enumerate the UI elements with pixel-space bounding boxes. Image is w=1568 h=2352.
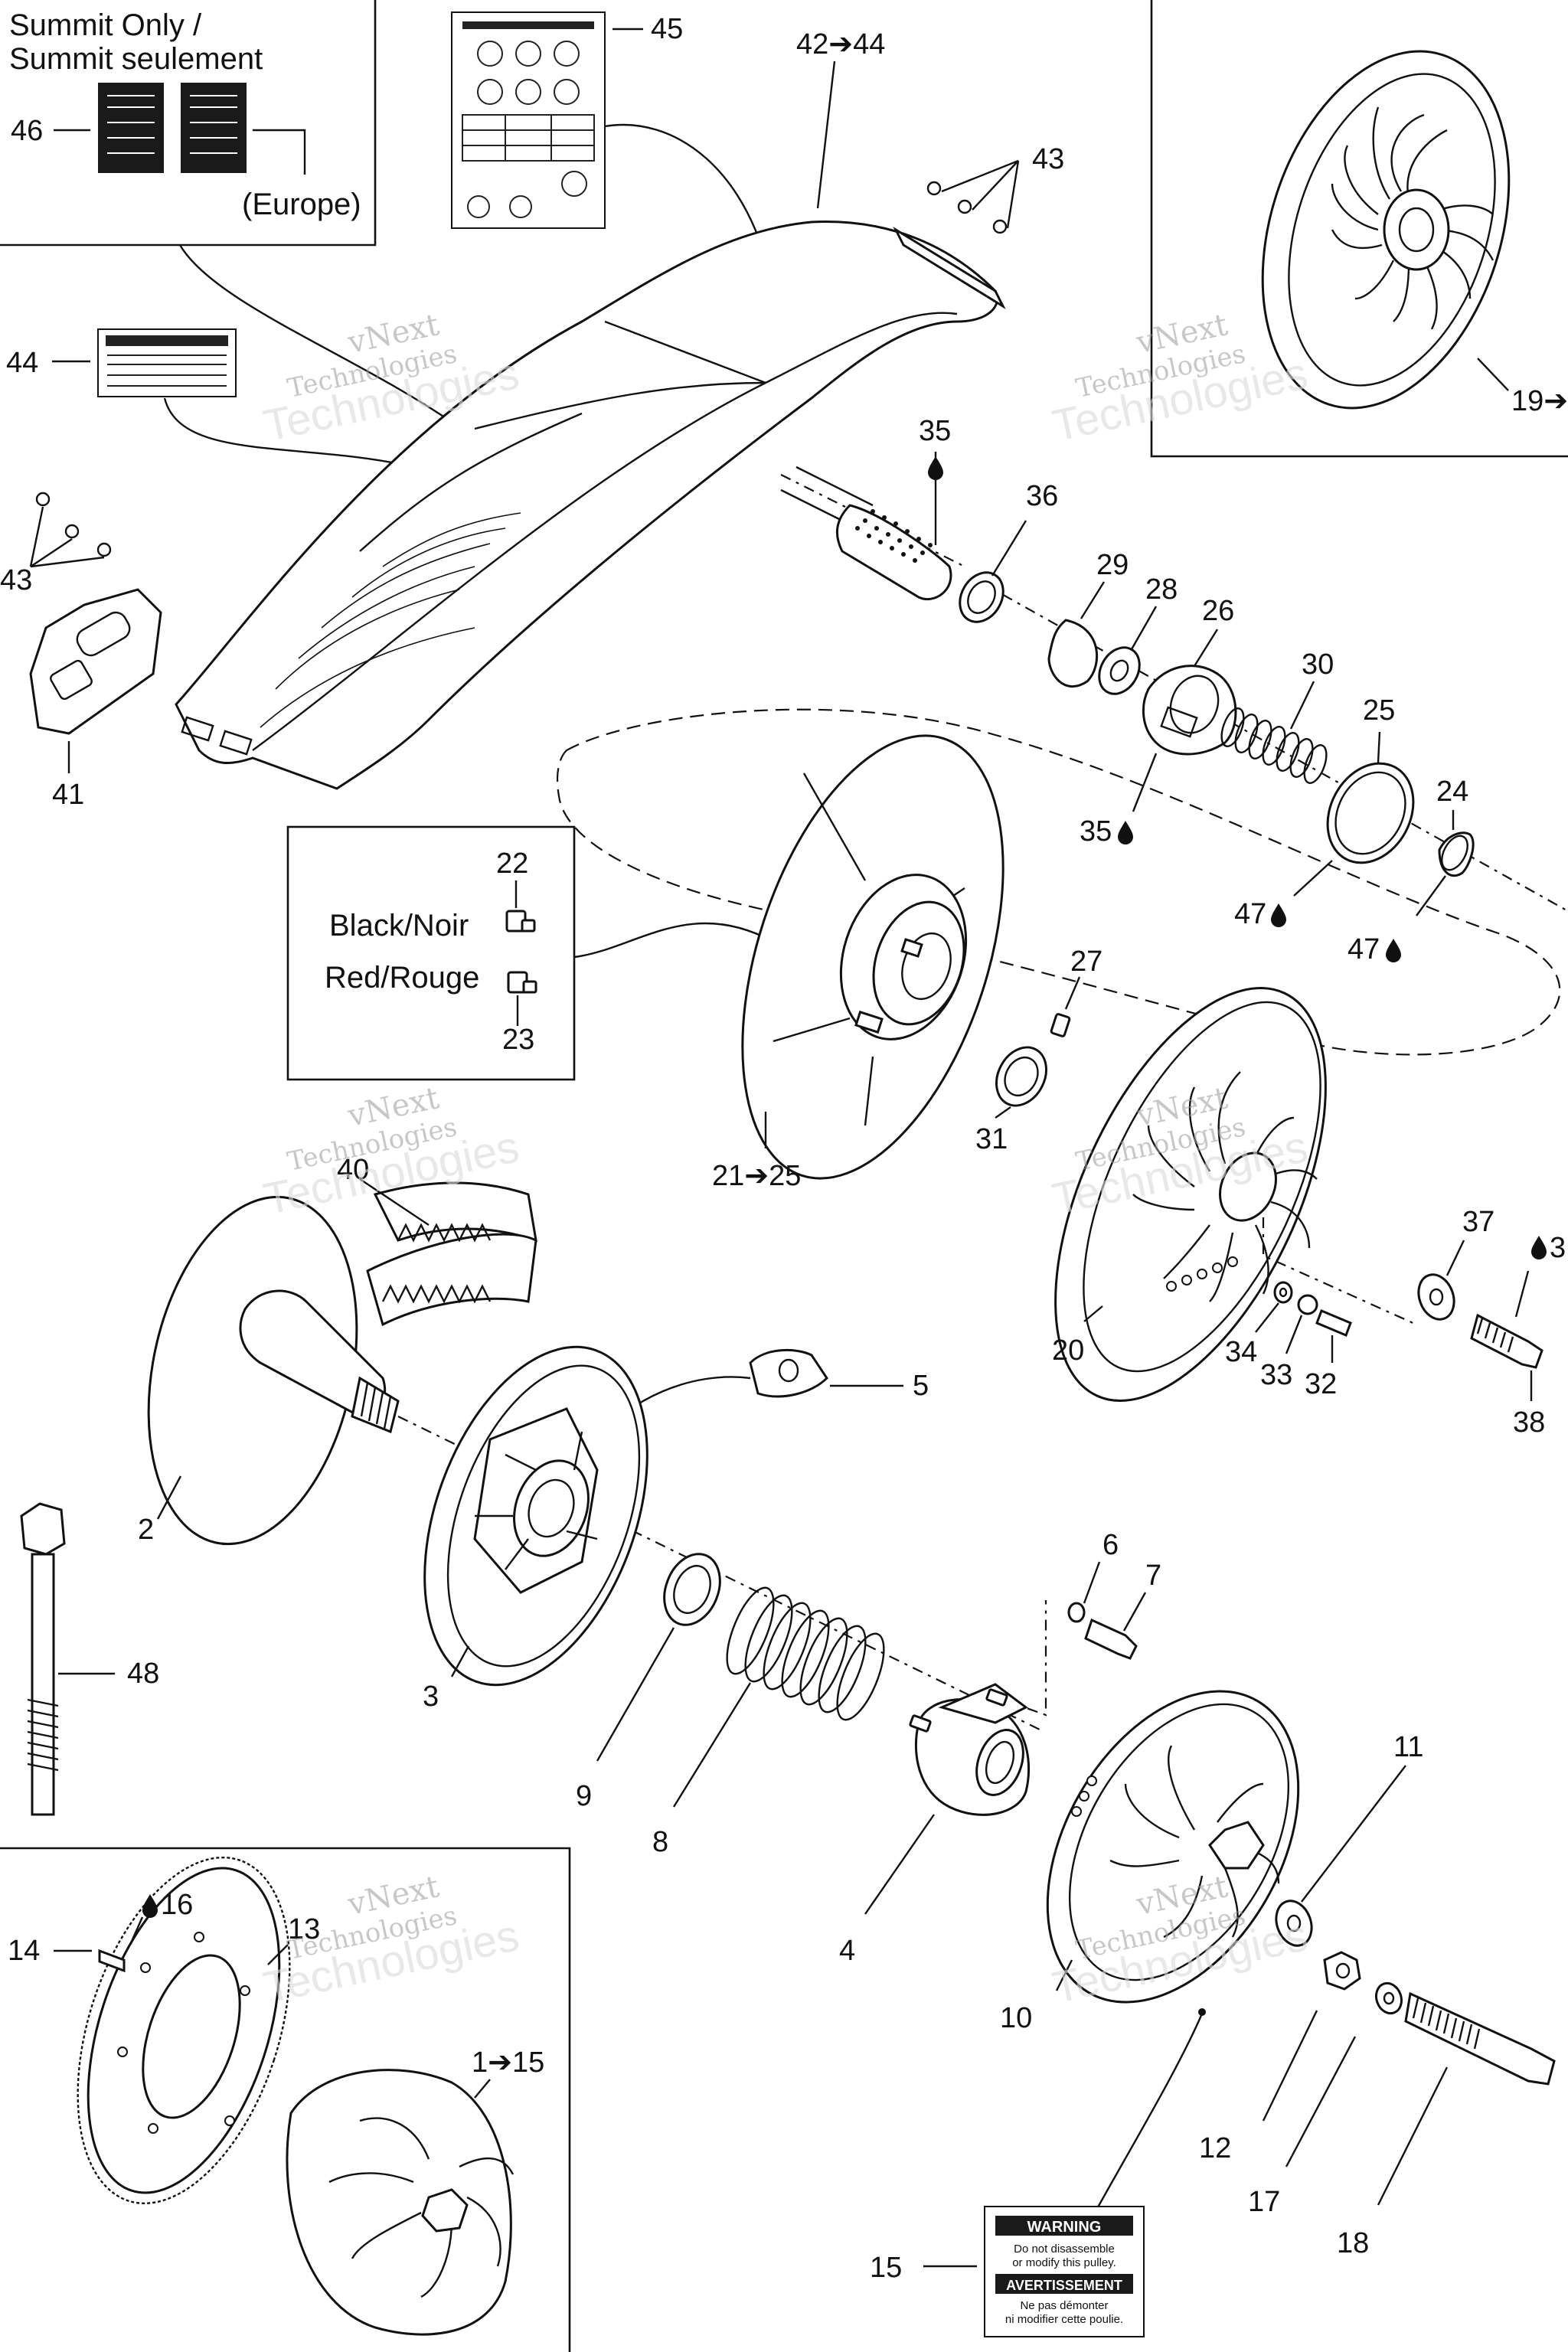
callout-23: 23 xyxy=(502,1024,534,1056)
screw-set-32-34: 34 33 32 xyxy=(1225,1281,1352,1400)
callout-33: 33 xyxy=(1260,1359,1292,1391)
avert-title: AVERTISSEMENT xyxy=(1006,2278,1122,2293)
washer-31: 31 xyxy=(975,1046,1047,1155)
summit-inset: Summit Only / Summit seulement 46 (Europ… xyxy=(0,0,377,247)
callout-3: 3 xyxy=(423,1681,439,1713)
callout-35-mid: 35 xyxy=(1080,815,1112,848)
callout-14: 14 xyxy=(8,1935,40,1967)
callout-28: 28 xyxy=(1145,573,1178,606)
movable-sheave-10: 10 xyxy=(1000,1690,1300,2213)
callout-20: 20 xyxy=(1052,1334,1084,1367)
inset-19: 19➔ xyxy=(1150,0,1568,458)
callout-34: 34 xyxy=(1225,1336,1257,1368)
drive-belt-40: 40 xyxy=(337,1154,537,1327)
callout-36: 36 xyxy=(1026,480,1058,512)
callout-19: 19➔ xyxy=(1511,385,1568,417)
summit-label-line1: Summit Only / xyxy=(9,8,202,42)
callout-38: 38 xyxy=(1513,1406,1545,1439)
callout-26: 26 xyxy=(1202,595,1234,627)
callout-40: 40 xyxy=(337,1154,369,1186)
callout-16: 16 xyxy=(161,1889,193,1921)
bolt-set-11-18: 11 12 17 18 xyxy=(1199,1731,1556,2259)
decal-46-right xyxy=(181,83,247,173)
callout-32: 32 xyxy=(1305,1368,1337,1400)
callout-4: 4 xyxy=(839,1935,855,1967)
screw-set-6-7: 6 7 xyxy=(1002,1529,1161,1717)
spider-sheave-3: 3 xyxy=(423,1345,648,1713)
black-label: Black/Noir xyxy=(329,909,469,942)
warning-text-line1: Do not disassemble xyxy=(1014,2243,1115,2256)
decal-45: 45 xyxy=(451,11,779,301)
callout-18: 18 xyxy=(1337,2227,1369,2259)
callout-29: 29 xyxy=(1096,549,1129,581)
bolt-48: 48 xyxy=(20,1502,159,1816)
callout-31: 31 xyxy=(975,1123,1008,1155)
callout-42-44: 42➔44 xyxy=(796,28,885,60)
callout-10: 10 xyxy=(1000,2002,1032,2034)
warning-title: WARNING xyxy=(1027,2219,1102,2236)
warning-text-line2: or modify this pulley. xyxy=(1012,2256,1116,2269)
cam-block-5: 5 xyxy=(596,1348,929,1440)
avert-text-line2: ni modifier cette poulie. xyxy=(1005,2313,1123,2326)
europe-label: (Europe) xyxy=(242,188,361,221)
callout-35-top: 35 xyxy=(919,415,951,447)
red-label: Red/Rouge xyxy=(325,961,479,995)
washer-9: 9 xyxy=(576,1553,721,1812)
avert-text-line1: Ne pas démonter xyxy=(1020,2299,1108,2312)
callout-21-25: 21➔25 xyxy=(712,1160,801,1192)
bracket-41: 41 43 xyxy=(0,492,162,811)
callout-24: 24 xyxy=(1436,776,1468,808)
inset-1-15: 14 16 13 1➔15 xyxy=(0,1847,571,2352)
movable-sheave-20: 20 xyxy=(1052,987,1417,1402)
slider-23 xyxy=(507,971,537,994)
inset-22-23: 22 Black/Noir Red/Rouge 23 xyxy=(286,825,774,1081)
nuts-43-top xyxy=(926,181,1008,234)
callout-5: 5 xyxy=(913,1370,929,1402)
callout-25: 25 xyxy=(1363,694,1395,727)
callout-15: 15 xyxy=(870,2252,902,2284)
callout-17: 17 xyxy=(1248,2186,1280,2218)
bolt-set-37-38: 37 38 3 xyxy=(1417,1206,1566,1439)
callout-43-top: 43 xyxy=(1032,143,1064,175)
callout-13: 13 xyxy=(288,1913,320,1945)
belt-outline xyxy=(556,708,1561,1056)
callout-3-right: 3 xyxy=(1550,1232,1566,1264)
callout-11: 11 xyxy=(1393,1731,1423,1763)
callout-41: 41 xyxy=(52,779,84,811)
callout-1-15: 1➔15 xyxy=(472,2047,544,2079)
callout-47-left: 47 xyxy=(1234,898,1266,930)
summit-label-line2: Summit seulement xyxy=(9,42,263,76)
callout-8: 8 xyxy=(652,1826,668,1858)
callout-30: 30 xyxy=(1302,648,1334,681)
upper-shaft-parts: 35 36 29 28 26 35 xyxy=(780,415,1568,965)
callout-37: 37 xyxy=(1462,1206,1494,1238)
callout-6: 6 xyxy=(1102,1529,1119,1561)
key-27: 27 xyxy=(1050,946,1102,1037)
callout-47-right: 47 xyxy=(1348,933,1380,965)
belt-guard: 42➔44 43 xyxy=(175,28,1064,790)
callout-7: 7 xyxy=(1145,1560,1161,1592)
callout-27: 27 xyxy=(1070,946,1102,978)
callout-22: 22 xyxy=(496,848,528,880)
callout-44: 44 xyxy=(6,347,38,379)
spring-8: 8 xyxy=(652,1586,885,1858)
warning-decal-15: WARNING Do not disassemble or modify thi… xyxy=(870,2206,1145,2337)
callout-48: 48 xyxy=(127,1658,159,1690)
callout-12: 12 xyxy=(1199,2132,1231,2164)
callout-45: 45 xyxy=(651,13,683,45)
decal-46-left xyxy=(98,83,164,173)
callout-43-left: 43 xyxy=(0,564,32,596)
fixed-sheave-21: 21➔25 xyxy=(712,734,1004,1192)
governor-cup-4: 4 xyxy=(839,1683,1031,1967)
callout-9: 9 xyxy=(576,1780,592,1812)
callout-46: 46 xyxy=(11,115,43,147)
drive-shaft-2: 2 xyxy=(138,1195,1042,1731)
slider-22 xyxy=(505,910,536,933)
callout-2: 2 xyxy=(138,1514,154,1546)
